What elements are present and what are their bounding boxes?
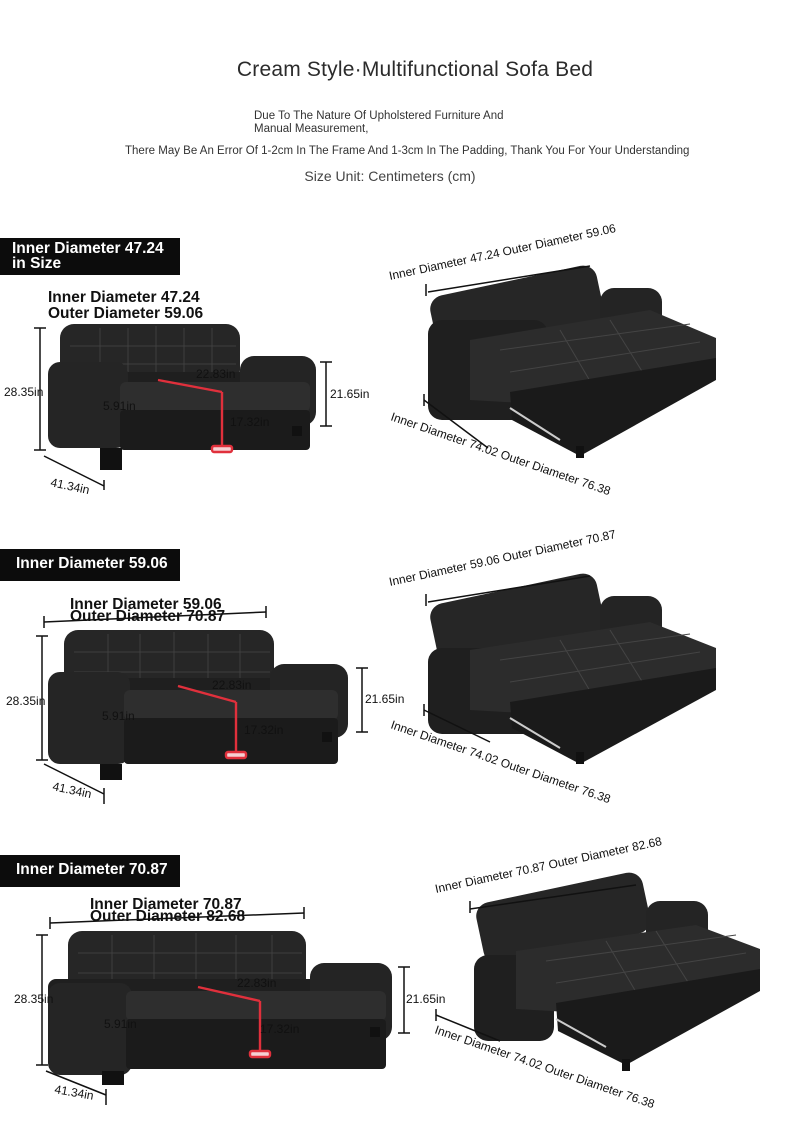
s2-depth: 41.34in	[51, 779, 92, 801]
section-1-tag: Inner Diameter 47.24 in Size	[0, 238, 180, 275]
s3-height: 28.35in	[14, 992, 53, 1006]
s3-depth: 41.34in	[53, 1082, 94, 1103]
s3-width-label-2: Outer Diameter 82.68	[90, 908, 245, 925]
s2-cushion: 5.91in	[102, 709, 135, 723]
section-2-diagrams: Inner Diameter 59.06 Outer Diameter 70.8…	[6, 527, 716, 806]
section-1-tag-line1: Inner Diameter 47.24	[12, 240, 164, 257]
s1-seat-depth: 22.83in	[196, 367, 235, 381]
section-3-tag-line1: Inner Diameter 70.87	[16, 861, 168, 878]
s1-width-label-2: Outer Diameter 59.06	[48, 305, 203, 322]
s3-cushion: 5.91in	[104, 1017, 137, 1031]
page-title: Cream Style·Multifunctional Sofa Bed	[236, 58, 594, 81]
s2-width-label-2: Outer Diameter 70.87	[70, 608, 225, 625]
s1-height: 28.35in	[4, 385, 43, 399]
section-3-tag: Inner Diameter 70.87	[0, 855, 180, 887]
s2-seat-height: 17.32in	[244, 723, 283, 737]
section-2-tag: Inner Diameter 59.06	[0, 549, 180, 581]
size-unit-note: Size Unit: Centimeters (cm)	[304, 168, 476, 184]
s3-width-label-1: Inner Diameter 70.87	[90, 896, 242, 913]
s2-seat-depth: 22.83in	[212, 678, 251, 692]
s3-open-sofa	[474, 872, 760, 1071]
notice-line-1: Due To The Nature Of Upholstered Furnitu…	[254, 110, 504, 122]
s2-arm-height: 21.65in	[365, 692, 404, 706]
s3-seat-height: 17.32in	[260, 1022, 299, 1036]
s1-cushion: 5.91in	[103, 399, 136, 413]
s2-width-label-1: Inner Diameter 59.06	[70, 596, 222, 613]
s1-open-sofa	[428, 265, 716, 458]
notice-line-2: Manual Measurement,	[254, 123, 369, 135]
s1-arm-height: 21.65in	[330, 387, 369, 401]
section-1-diagrams: Inner Diameter 47.24 Outer Diameter 59.0…	[4, 221, 716, 498]
section-2-tag-line1: Inner Diameter 59.06	[16, 555, 168, 572]
s1-closed-sofa	[48, 324, 316, 470]
s1-seat-height: 17.32in	[230, 415, 269, 429]
section-1-tag-line2: in Size	[12, 255, 62, 272]
s1-width-label-1: Inner Diameter 47.24	[48, 289, 200, 306]
notice-line-3: There May Be An Error Of 1-2cm In The Fr…	[125, 145, 690, 157]
s3-closed-sofa	[48, 931, 392, 1085]
s3-arm-height: 21.65in	[406, 992, 445, 1006]
s2-open-sofa	[428, 573, 716, 764]
s2-closed-sofa	[48, 630, 348, 780]
s1-depth: 41.34in	[49, 475, 90, 497]
section-3-diagrams: Inner Diameter 70.87 Outer Diameter 82.6…	[14, 834, 760, 1111]
s3-seat-depth: 22.83in	[237, 976, 276, 990]
s2-height: 28.35in	[6, 694, 45, 708]
